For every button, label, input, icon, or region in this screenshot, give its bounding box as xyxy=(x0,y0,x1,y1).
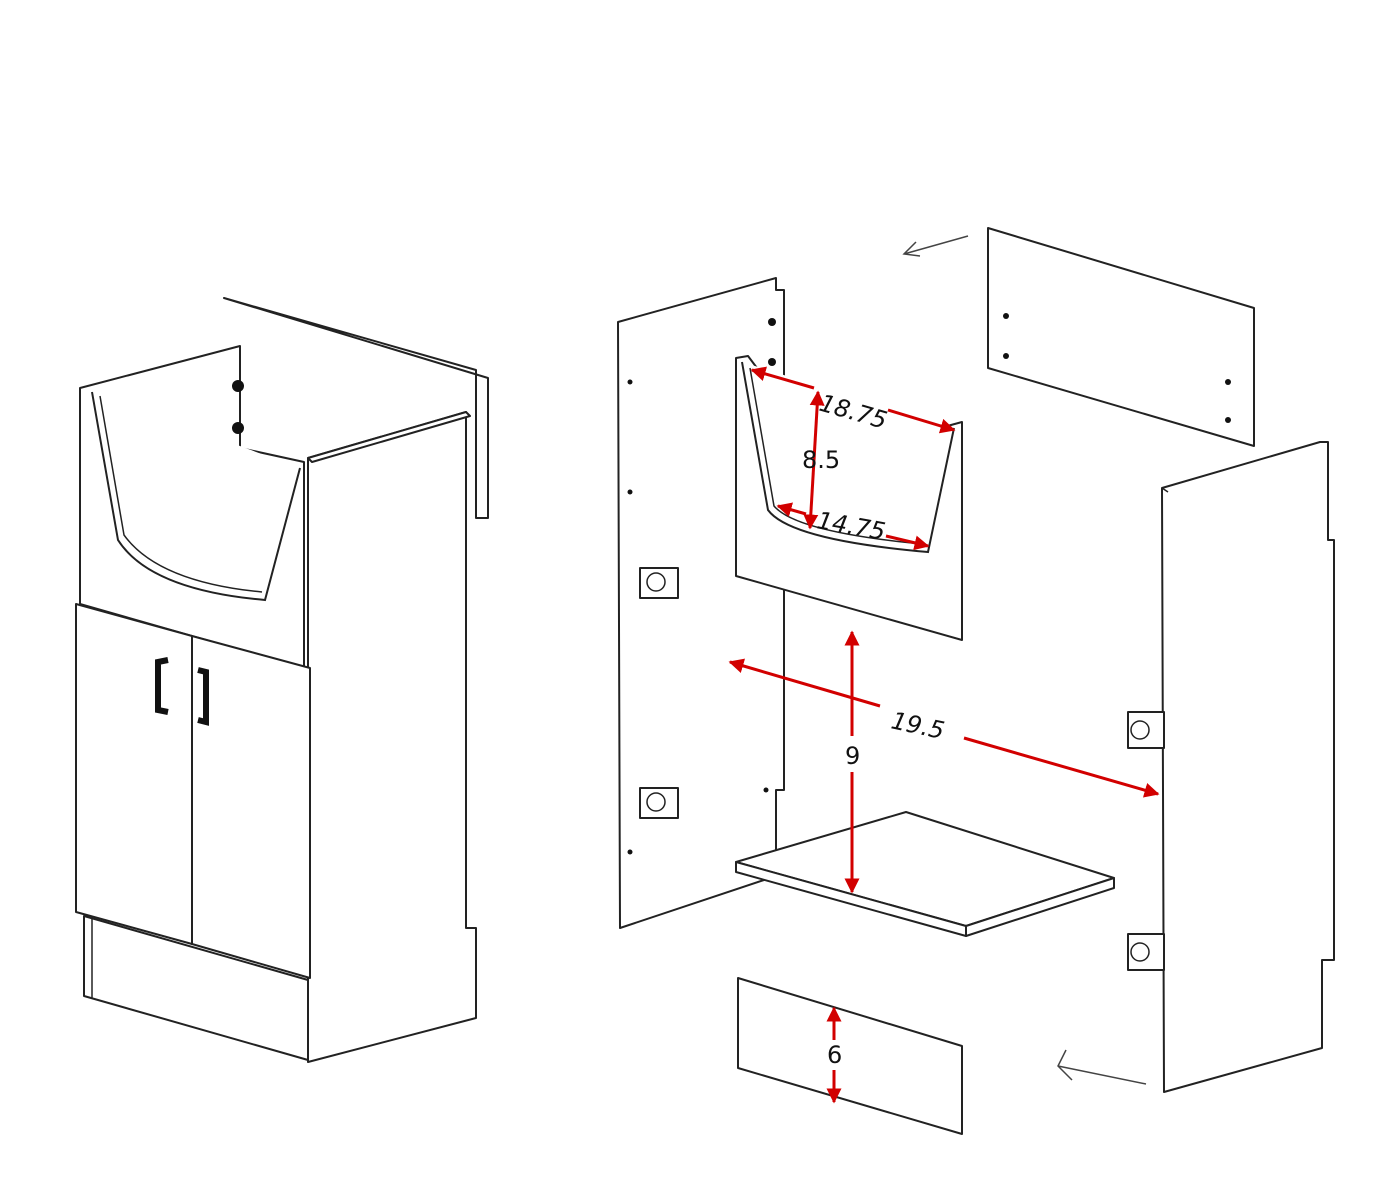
sink-cutout-inner xyxy=(99,395,263,593)
exploded-cabinet xyxy=(617,227,1335,1135)
right-door[interactable] xyxy=(191,635,311,979)
dim-label-cutout-depth: 8.5 xyxy=(802,446,840,474)
sink-cutout xyxy=(91,391,301,602)
dimension-lines xyxy=(728,366,1160,1104)
side-panel-edge xyxy=(307,411,471,463)
hinge-bottom xyxy=(639,787,679,819)
assembled-cabinet xyxy=(75,297,489,1063)
side-panel xyxy=(307,411,477,1063)
left-door[interactable] xyxy=(75,603,193,945)
left-handle[interactable] xyxy=(155,657,169,715)
toe-kick xyxy=(83,915,309,1061)
back-panel xyxy=(223,297,489,519)
dim-label-interior-height: 9 xyxy=(845,742,860,770)
dim-label-toe-kick: 6 xyxy=(827,1041,842,1069)
top-back-rail xyxy=(987,227,1255,447)
right-side-panel xyxy=(1161,441,1335,1093)
bottom-shelf xyxy=(735,811,1115,927)
assembly-arrow-bottom xyxy=(1057,1049,1147,1085)
dim-label-interior-width: 19.5 xyxy=(889,706,947,744)
sink-cutout-exploded xyxy=(741,361,955,554)
toe-kick-panel xyxy=(737,977,963,1135)
assembly-arrow-top xyxy=(902,235,969,257)
hinge-right-bottom xyxy=(1127,933,1165,971)
hinge-top xyxy=(639,567,679,599)
hinge-right-top xyxy=(1127,711,1165,749)
right-handle[interactable] xyxy=(197,667,209,726)
